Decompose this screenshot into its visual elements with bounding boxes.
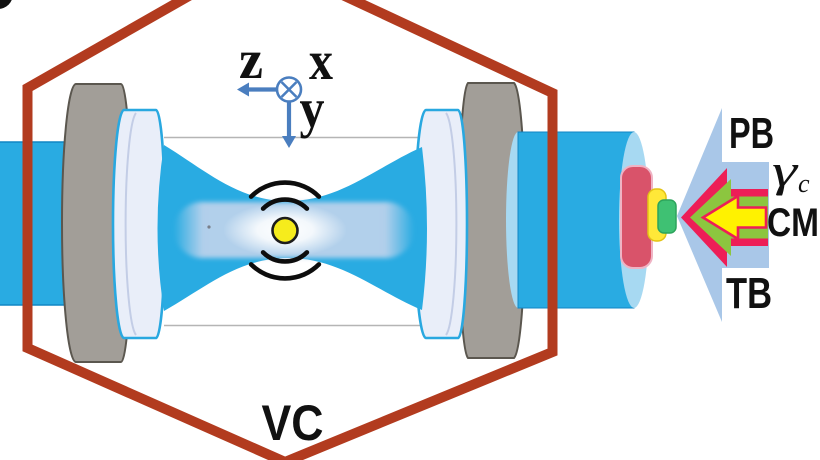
fiber-cylinder xyxy=(506,131,677,309)
axis-y-label: y xyxy=(300,78,325,139)
x-axis-cross-2 xyxy=(280,81,298,98)
speck xyxy=(207,225,211,229)
motion-arc-top-inner xyxy=(260,197,310,211)
y-axis-arrowhead xyxy=(282,136,296,148)
axis-x-label: x xyxy=(309,30,333,91)
mirror-rim-right xyxy=(445,112,458,336)
probe-beam-label: PB xyxy=(729,109,774,158)
coordinate-axes xyxy=(237,76,303,148)
cavity-decay-subscript: c xyxy=(798,169,810,198)
green-plate xyxy=(657,199,677,234)
arrow-yellow xyxy=(700,193,768,242)
fiber-body xyxy=(517,131,635,309)
panel-label-corner-fragment xyxy=(0,0,12,9)
nested-input-arrow xyxy=(681,168,768,267)
motion-arcs xyxy=(248,180,322,281)
z-axis-arrowhead xyxy=(237,82,249,97)
motion-arc-bottom-inner xyxy=(260,250,310,264)
nanoparticle xyxy=(271,216,299,245)
mirror-rim-left xyxy=(124,112,137,336)
vacuum-chamber-label: VC xyxy=(262,395,324,451)
axis-z-label: z xyxy=(239,29,263,90)
input-fiber-beam xyxy=(0,141,71,306)
trapping-beam-label: TB xyxy=(726,269,772,318)
motion-arc-bottom-outer xyxy=(248,262,322,281)
cavity-mirror-label: CM xyxy=(767,201,819,245)
vacuum-chamber-outline xyxy=(22,0,558,460)
cavity-decay-label: γ xyxy=(772,145,800,196)
cavity-mirror-left xyxy=(111,108,167,340)
motion-arc-top-outer xyxy=(248,180,322,199)
